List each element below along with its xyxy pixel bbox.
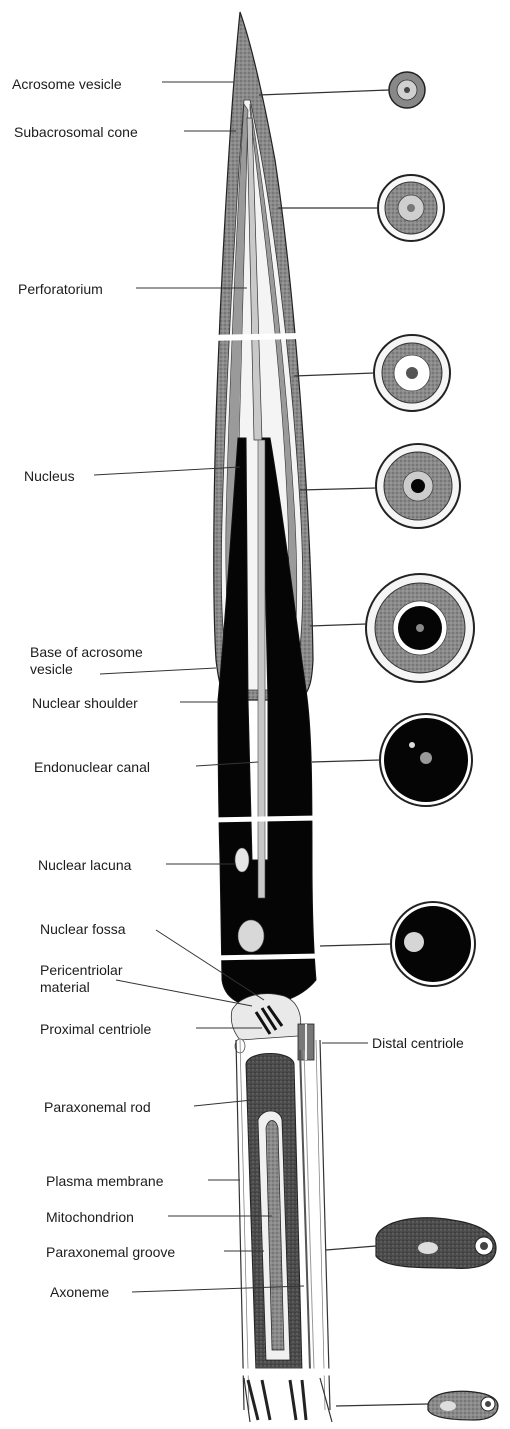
- label-subacrosomal-cone: Subacrosomal cone: [14, 124, 138, 141]
- label-paraxonemal-groove: Paraxonemal groove: [46, 1244, 175, 1261]
- cross-section-1: [389, 72, 425, 108]
- label-axoneme: Axoneme: [50, 1284, 109, 1301]
- label-pericentriolar-material: Pericentriolar material: [40, 962, 122, 996]
- cross-section-9: [428, 1391, 498, 1420]
- label-acrosome-vesicle: Acrosome vesicle: [12, 76, 122, 93]
- cross-section-4: [376, 444, 460, 528]
- cross-section-2: [378, 175, 444, 241]
- label-endonuclear-canal: Endonuclear canal: [34, 759, 150, 776]
- nuclear-lacuna: [235, 848, 249, 872]
- label-nucleus: Nucleus: [24, 468, 75, 485]
- cross-section-7: [391, 902, 475, 986]
- label-perforatorium: Perforatorium: [18, 281, 103, 298]
- endonuclear-canal: [258, 440, 265, 898]
- label-base-of-acrosome-vesicle: Base of acrosome vesicle: [30, 644, 143, 678]
- label-plasma-membrane: Plasma membrane: [46, 1173, 164, 1190]
- label-nuclear-fossa: Nuclear fossa: [40, 921, 126, 938]
- cross-section-6: [380, 714, 472, 806]
- cross-section-3: [374, 335, 450, 411]
- label-paraxonemal-rod: Paraxonemal rod: [44, 1099, 151, 1116]
- nuclear-lacuna-2: [238, 920, 264, 952]
- label-mitochondrion: Mitochondrion: [46, 1209, 134, 1226]
- cross-section-8: [376, 1218, 496, 1269]
- label-distal-centriole: Distal centriole: [372, 1035, 464, 1052]
- label-proximal-centriole: Proximal centriole: [40, 1021, 151, 1038]
- cross-section-5: [366, 574, 474, 682]
- label-nuclear-shoulder: Nuclear shoulder: [32, 695, 138, 712]
- label-nuclear-lacuna: Nuclear lacuna: [38, 857, 131, 874]
